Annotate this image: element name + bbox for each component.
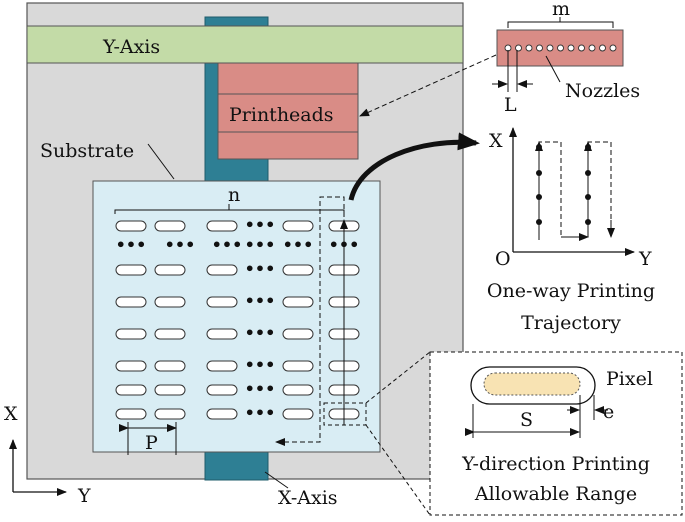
nozzles-leader [545, 55, 561, 83]
pixel-well [115, 384, 147, 396]
trajectory-point [585, 194, 591, 200]
nozzles-label: Nozzles [565, 80, 640, 102]
trajectory-x-label: X [489, 130, 503, 152]
pixel-well [154, 384, 186, 396]
pixel-well [115, 360, 147, 372]
pixel-grid: ••••••••••••••••••••••••••••••••••••••• [115, 215, 360, 422]
ellipsis-dots: ••• [245, 215, 276, 234]
pixel-well [282, 408, 314, 420]
pixel-well [115, 328, 147, 340]
printheads-block [217, 62, 359, 160]
trajectory-point [536, 219, 542, 225]
s-label: S [520, 409, 533, 431]
ellipsis-dots: ••• [245, 355, 276, 374]
nozzle [515, 44, 522, 52]
trajectory-point [585, 170, 591, 176]
ellipsis-dots: ••• [165, 235, 196, 254]
trajectory-point [585, 144, 591, 150]
trajectory-point [536, 170, 542, 176]
pixel-well [282, 220, 314, 232]
trajectory-pointer-arrow [348, 132, 480, 201]
pixel-well [206, 408, 238, 420]
pixel-well [206, 360, 238, 372]
zoom-line-bottom [365, 424, 431, 516]
nozzle [557, 44, 564, 52]
pixel-well [206, 220, 238, 232]
trajectory-y-label: Y [638, 248, 652, 270]
l-dimension [492, 50, 533, 92]
pixel-well [282, 384, 314, 396]
pixel-well [282, 264, 314, 276]
nozzle-row [504, 44, 617, 52]
nozzle [525, 44, 533, 52]
nozzle [599, 44, 606, 52]
pixel-well [282, 296, 314, 308]
trajectory-title-2: Trajectory [521, 312, 621, 334]
pixel-well [115, 296, 147, 308]
pixel-well [282, 360, 314, 372]
nozzle [567, 44, 575, 52]
range-label-1: Y-direction Printing [461, 453, 650, 475]
m-label: m [552, 0, 570, 20]
m-brace [507, 17, 614, 28]
trajectory-title-1: One-way Printing [487, 280, 655, 302]
pixel-well [154, 328, 186, 340]
trajectory-point [536, 194, 542, 200]
substrate-label: Substrate [40, 140, 134, 162]
ellipsis-dots: ••• [245, 291, 276, 310]
printhead-zoom-line [359, 54, 497, 117]
nozzle [578, 44, 585, 52]
p-label: P [145, 432, 158, 454]
ellipsis-dots: ••• [245, 259, 276, 278]
pixel-well [154, 264, 186, 276]
pixel-ink [483, 372, 581, 396]
reference-x-label: X [4, 403, 18, 425]
reference-axes [9, 439, 67, 496]
ellipsis-dots: ••• [245, 379, 276, 398]
trajectory-point [536, 144, 542, 150]
printheads-label: Printheads [229, 104, 334, 126]
ellipsis-dots: ••• [245, 323, 276, 342]
y-axis-label: Y-Axis [102, 36, 160, 58]
pixel-well [206, 296, 238, 308]
pixel-well [154, 220, 186, 232]
nozzle [609, 44, 617, 52]
x-axis-label: X-Axis [278, 487, 338, 509]
pixel-well [154, 360, 186, 372]
ellipsis-dots: ••• [283, 235, 314, 254]
n-label: n [228, 184, 240, 206]
ellipsis-dots: ••• [116, 235, 147, 254]
range-label-2: Allowable Range [474, 483, 637, 505]
pixel-well [206, 264, 238, 276]
nozzle [588, 44, 596, 52]
p-dimension [119, 422, 177, 455]
ellipsis-dots: ••• [212, 235, 243, 254]
y-axis-rail [26, 25, 464, 64]
trajectory-point [585, 219, 591, 225]
pixel-well [154, 296, 186, 308]
nozzle [536, 44, 543, 52]
ellipsis-dots: ••• [245, 403, 276, 422]
reference-y-label: Y [77, 485, 91, 507]
pixel-label: Pixel [606, 368, 653, 390]
trajectory-plot [509, 127, 635, 256]
l-label: L [504, 94, 517, 116]
substrate-leader [147, 143, 175, 180]
trajectory-origin-label: O [495, 248, 511, 270]
x-axis-leader [264, 471, 289, 489]
pixel-well [115, 264, 147, 276]
nozzle [546, 44, 554, 52]
ellipsis-dots: ••• [245, 235, 276, 254]
pixel-well [206, 328, 238, 340]
pixel-well [206, 384, 238, 396]
pixel-well [115, 220, 147, 232]
pixel-well [282, 328, 314, 340]
pixel-zoom-source [323, 402, 367, 426]
e-label: e [603, 401, 614, 423]
pixel-well [115, 408, 147, 420]
pixel-well [154, 408, 186, 420]
